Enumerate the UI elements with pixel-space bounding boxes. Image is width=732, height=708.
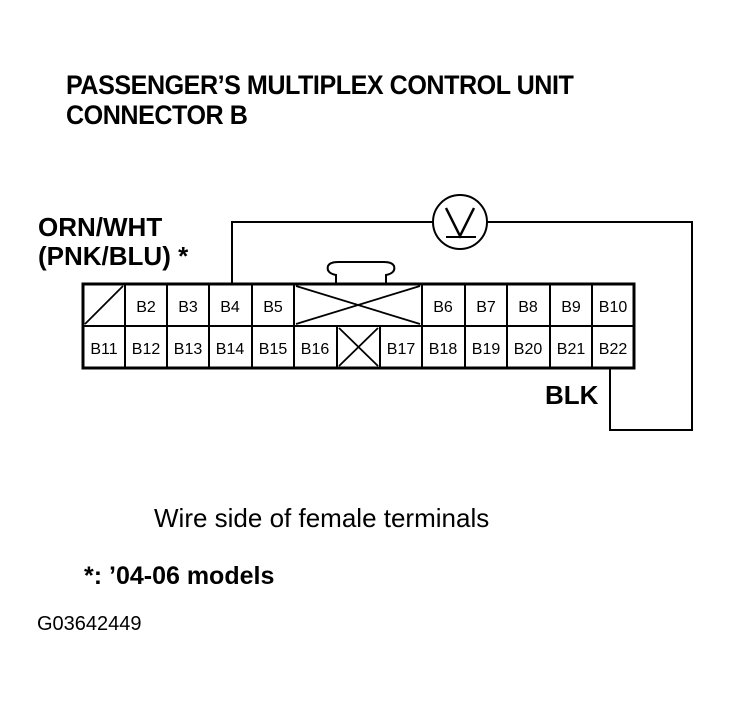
title-line-1: PASSENGER’S MULTIPLEX CONTROL UNIT (66, 70, 574, 100)
pin-B12: B12 (132, 341, 161, 358)
empty-cavity-b1 (84, 285, 124, 325)
title-line-2: CONNECTOR B (66, 100, 248, 130)
pin-B19: B19 (472, 341, 501, 358)
pin-B8: B8 (518, 299, 538, 316)
pin-B22: B22 (599, 341, 628, 358)
pin-B21: B21 (557, 341, 586, 358)
connector-body: B2 B3 B4 B5 B6 B7 B8 B9 B10 B11 B12 B13 … (81, 282, 636, 370)
pin-B4: B4 (220, 299, 240, 316)
figure-id: G03642449 (37, 613, 142, 635)
pin-B6: B6 (433, 299, 453, 316)
connector-lock-tab (326, 261, 396, 284)
view-caption: Wire side of female terminals (154, 503, 490, 533)
pin-B15: B15 (259, 341, 288, 358)
pin-B16: B16 (301, 341, 330, 358)
pin-B20: B20 (514, 341, 543, 358)
diagram-title: PASSENGER’S MULTIPLEX CONTROL UNIT CONNE… (66, 70, 574, 130)
pin-B17: B17 (387, 341, 416, 358)
test-wires (231, 221, 693, 431)
left-test-wire (231, 221, 433, 284)
pin-B9: B9 (561, 299, 581, 316)
left-wire-color: ORN/WHT (38, 212, 163, 242)
right-test-wire (487, 221, 693, 431)
pin-B10: B10 (599, 299, 628, 316)
left-wire-label: ORN/WHT (PNK/BLU) * (38, 213, 188, 271)
pin-B14: B14 (216, 341, 245, 358)
pin-B2: B2 (136, 299, 156, 316)
left-wire-alt-color: (PNK/BLU) * (38, 241, 189, 271)
pin-B18: B18 (429, 341, 458, 358)
pin-B11: B11 (90, 341, 117, 358)
pin-B7: B7 (476, 299, 496, 316)
footnote: *: ’04-06 models (84, 562, 275, 590)
voltmeter-icon (432, 194, 488, 250)
pin-B3: B3 (178, 299, 198, 316)
pin-B5: B5 (263, 299, 283, 316)
pin-B13: B13 (174, 341, 203, 358)
right-wire-label: BLK (545, 380, 599, 410)
